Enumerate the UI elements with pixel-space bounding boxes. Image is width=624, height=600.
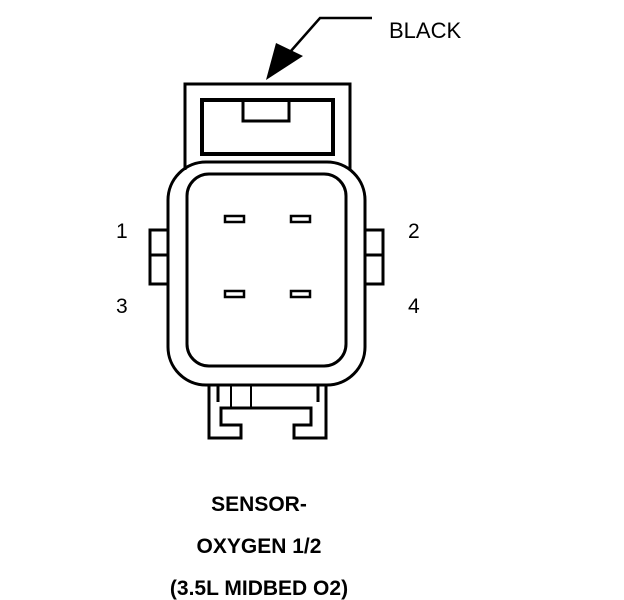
callout-leader (266, 16, 372, 80)
side-tabs (148, 228, 385, 286)
pin-cavities (223, 214, 312, 299)
pin-cavity-4 (289, 289, 312, 299)
pin-label-4: 4 (408, 295, 420, 318)
connector-body (166, 160, 367, 387)
pin-label-2: 2 (408, 220, 420, 243)
arrowhead-icon (266, 43, 303, 80)
connector-tail (207, 385, 328, 440)
connector-latch (183, 82, 352, 170)
caption-line-1: SENSOR- (211, 493, 307, 516)
pin-cavity-1 (223, 214, 246, 224)
pin-cavity-2 (289, 214, 312, 224)
pin-label-1: 1 (116, 220, 128, 243)
caption-line-3: (3.5L MIDBED O2) (169, 577, 349, 600)
pin-cavity-3 (223, 289, 246, 299)
pin-label-3: 3 (116, 295, 128, 318)
caption-line-2: OXYGEN 1/2 (196, 535, 322, 558)
callout-label: BLACK (389, 18, 462, 43)
